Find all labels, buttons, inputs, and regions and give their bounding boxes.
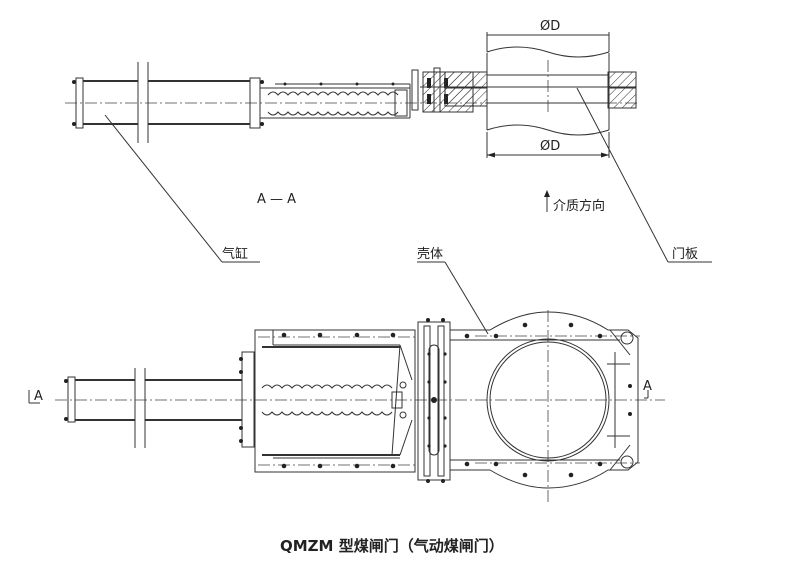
frame xyxy=(254,329,416,473)
gate-guide xyxy=(417,318,451,483)
pipe-section xyxy=(420,46,636,136)
section-mark-left-label: A xyxy=(34,389,43,404)
flow-arrow-icon xyxy=(544,190,550,212)
section-view: ØD ØD A — A 介质方向 气缸 门板 xyxy=(65,19,712,263)
section-mark-right xyxy=(644,390,649,399)
callout-body: 壳体 xyxy=(417,247,443,262)
callout-gate-plate: 门板 xyxy=(672,247,698,262)
flow-direction-label: 介质方向 xyxy=(553,198,605,214)
drawing-title: QMZM 型煤闸门（气动煤闸门） xyxy=(280,537,504,555)
flange-hatch xyxy=(607,71,637,88)
cylinder xyxy=(64,351,255,448)
section-mark-right-label: A xyxy=(643,379,652,394)
dimension-top-label: ØD xyxy=(540,19,560,34)
flange-hatch xyxy=(444,71,488,88)
callout-leader xyxy=(104,114,223,263)
dimension-bottom-label: ØD xyxy=(540,139,560,154)
callout-leader xyxy=(576,87,669,263)
valve-body xyxy=(450,310,640,502)
bellows xyxy=(261,381,407,419)
bellows-housing xyxy=(260,82,411,119)
plan-view: 壳体 A A xyxy=(28,247,665,502)
cylinder xyxy=(72,62,264,143)
callout-leader xyxy=(444,261,489,335)
flange-hatch xyxy=(607,87,637,109)
section-mark-left xyxy=(28,390,40,404)
dimension-top xyxy=(486,32,610,52)
flange-hatch xyxy=(444,87,488,107)
dimension-bottom xyxy=(486,132,610,158)
callout-cylinder: 气缸 xyxy=(222,246,248,262)
section-label: A — A xyxy=(257,192,296,207)
